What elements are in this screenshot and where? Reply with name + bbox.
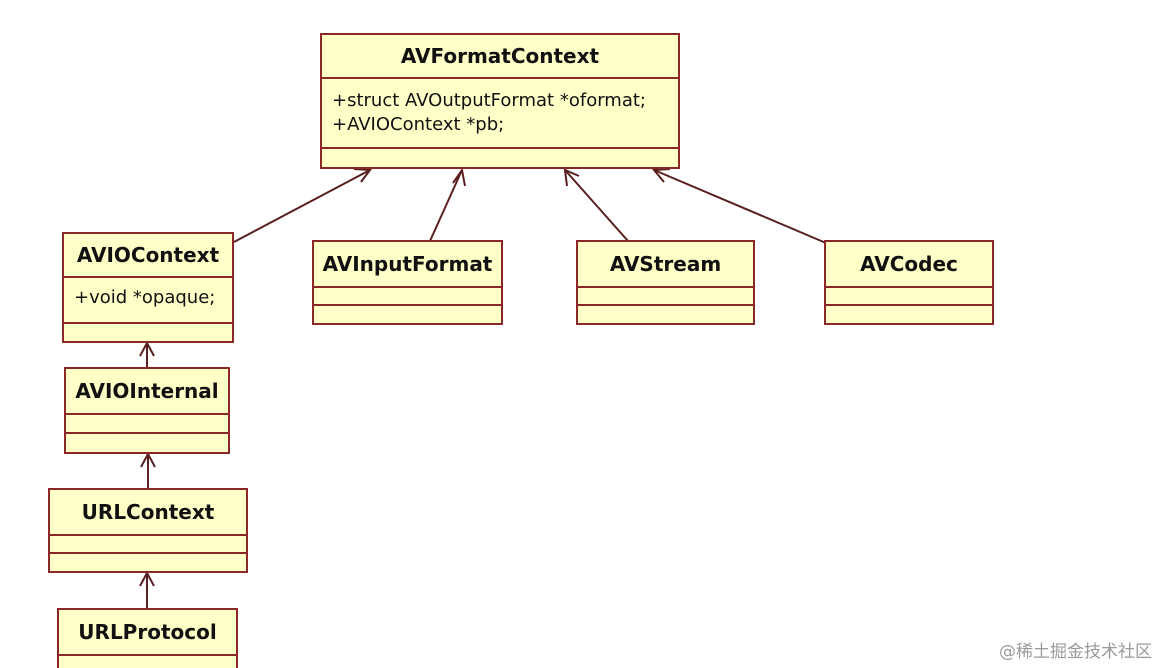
attribute: +struct AVOutputFormat *oformat; — [332, 90, 646, 111]
class-operations — [66, 434, 228, 452]
class-attributes — [59, 656, 236, 668]
class-attributes — [50, 536, 246, 554]
class-name: AVFormatContext — [322, 35, 678, 79]
class-attributes — [314, 288, 501, 306]
class-aviocontext[interactable]: AVIOContext +void *opaque; — [62, 232, 234, 343]
arrow-urlprotocol-to-urlcontext — [139, 570, 155, 609]
class-avinputformat[interactable]: AVInputFormat — [312, 240, 503, 325]
class-name: AVIOInternal — [66, 369, 228, 415]
arrow-avinputformat-to-avformatcontext — [429, 167, 466, 242]
class-attributes — [66, 415, 228, 434]
class-operations — [64, 324, 232, 341]
arrow-aviointernal-to-aviocontext — [139, 340, 155, 368]
class-attributes: +struct AVOutputFormat *oformat; +AVIOCo… — [322, 79, 678, 149]
class-name: AVIOContext — [64, 234, 232, 278]
class-attributes — [578, 288, 753, 306]
class-operations — [314, 306, 501, 323]
class-name: AVStream — [578, 242, 753, 288]
class-operations — [322, 149, 678, 167]
class-operations — [50, 554, 246, 571]
class-operations — [578, 306, 753, 323]
class-attributes: +void *opaque; — [64, 278, 232, 324]
arrow-aviocontext-to-avformatcontext — [233, 168, 372, 243]
class-attributes — [826, 288, 992, 306]
watermark: @稀土掘金技术社区 — [999, 642, 1152, 662]
arrow-urlcontext-to-aviointernal — [140, 451, 156, 489]
arrow-avstream-to-avformatcontext — [563, 168, 629, 242]
attribute: +AVIOContext *pb; — [332, 114, 505, 135]
class-avcodec[interactable]: AVCodec — [824, 240, 994, 325]
arrow-avcodec-to-avformatcontext — [651, 168, 827, 244]
class-name: URLContext — [50, 490, 246, 536]
class-avstream[interactable]: AVStream — [576, 240, 755, 325]
class-urlprotocol[interactable]: URLProtocol — [57, 608, 238, 668]
class-operations — [826, 306, 992, 323]
class-aviointernal[interactable]: AVIOInternal — [64, 367, 230, 454]
attribute: +void *opaque; — [74, 287, 216, 308]
class-name: AVInputFormat — [314, 242, 501, 288]
class-name: URLProtocol — [59, 610, 236, 656]
class-avformatcontext[interactable]: AVFormatContext +struct AVOutputFormat *… — [320, 33, 680, 169]
class-urlcontext[interactable]: URLContext — [48, 488, 248, 573]
class-name: AVCodec — [826, 242, 992, 288]
